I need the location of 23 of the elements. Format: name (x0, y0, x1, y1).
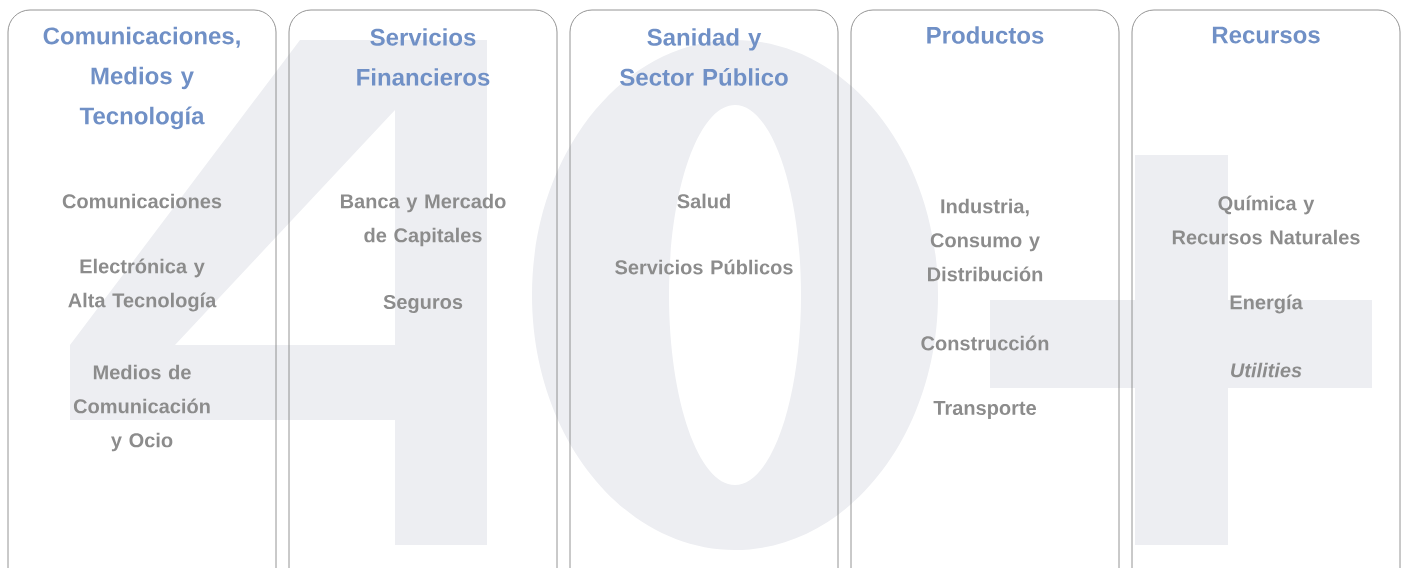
category-panel (569, 9, 839, 568)
sector-item: Utilities (1231, 362, 1302, 378)
sector-item: Medios de Comunicación y Ocio (73, 364, 210, 452)
sector-item: Electrónica y Alta Tecnología (68, 258, 217, 312)
category-panel (1131, 9, 1401, 568)
panel-heading: Servicios Financieros (357, 28, 490, 86)
category-panel (850, 9, 1120, 568)
category-panel (288, 9, 558, 568)
sector-item: Comunicaciones (62, 193, 222, 209)
sector-item: Energía (1230, 294, 1303, 314)
sector-item: Servicios Públicos (615, 259, 793, 275)
panel-heading: Comunicaciones, Medios y Tecnología (43, 26, 240, 130)
sector-item: Banca y Mercado de Capitales (340, 193, 506, 247)
panel-heading: Productos (927, 26, 1044, 44)
sector-item: Salud (677, 193, 730, 209)
sector-item: Industria, Consumo y Distribución (928, 198, 1043, 282)
sector-item: Seguros (383, 294, 463, 314)
panel-heading: Sanidad y Sector Público (620, 28, 788, 86)
sector-item: Química y Recursos Naturales (1172, 195, 1360, 245)
category-panel (7, 9, 277, 568)
sector-item: Transporte (933, 401, 1036, 419)
sector-item: Construcción (921, 335, 1049, 351)
panel-heading: Recursos (1212, 26, 1320, 44)
